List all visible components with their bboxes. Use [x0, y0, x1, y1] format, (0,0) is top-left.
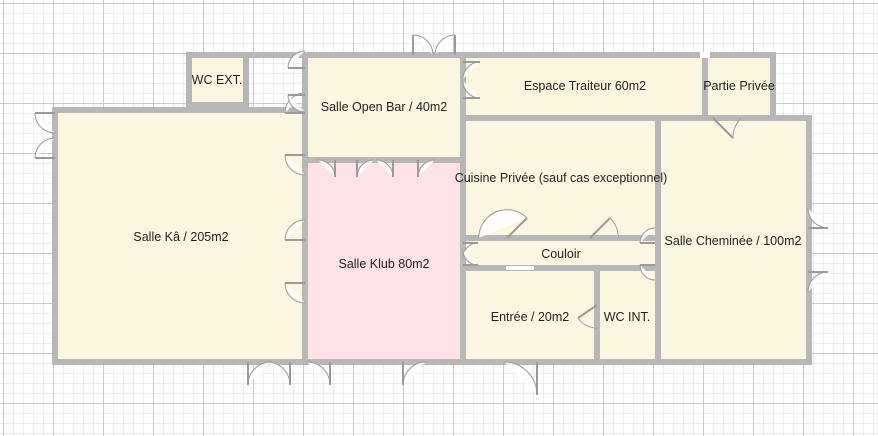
door-icon: [356, 159, 375, 178]
label-espace-traiteur: Espace Traiteur 60m2: [524, 79, 646, 93]
door-icon: [34, 137, 56, 159]
door-icon: [712, 117, 742, 139]
door-icon: [412, 34, 434, 56]
room-partie-privee[interactable]: [705, 55, 773, 115]
room-wc-ext[interactable]: [188, 55, 246, 105]
room-entree[interactable]: [463, 268, 597, 362]
label-entree: Entrée / 20m2: [491, 310, 570, 324]
door-icon: [287, 50, 306, 69]
door-icon: [317, 159, 336, 178]
door-icon: [402, 361, 427, 386]
door-icon: [284, 154, 306, 176]
door-icon: [375, 159, 394, 178]
room-espace-traiteur[interactable]: [463, 55, 705, 115]
door-icon: [266, 361, 291, 386]
wall-opening: [506, 266, 534, 270]
label-cuisine-privee: Cuisine Privée (sauf cas exceptionnel): [455, 171, 668, 185]
door-icon: [284, 282, 306, 304]
door-icon: [247, 361, 272, 386]
room-salle-open-bar[interactable]: [305, 55, 463, 160]
door-icon: [639, 227, 656, 244]
label-wc-int: WC INT.: [604, 310, 651, 324]
door-icon: [462, 61, 481, 80]
label-partie-privee: Partie Privée: [703, 79, 775, 93]
door-icon: [462, 80, 481, 99]
label-wc-ext: WC EXT.: [192, 73, 243, 87]
wall-opening: [700, 52, 710, 58]
door-icon: [807, 207, 829, 229]
door-icon: [434, 34, 456, 56]
room-wc-int[interactable]: [597, 268, 658, 362]
walls: [52, 52, 812, 365]
door-icon: [589, 217, 619, 239]
door-icon: [639, 264, 656, 281]
door-icon: [306, 361, 331, 386]
room-salle-cheminee[interactable]: [658, 118, 808, 362]
door-icon: [577, 304, 598, 329]
label-salle-ka: Salle Kâ / 205m2: [133, 230, 228, 244]
label-salle-open-bar: Salle Open Bar / 40m2: [321, 100, 448, 114]
label-couloir: Couloir: [541, 247, 581, 261]
room-salle-ka[interactable]: [55, 110, 305, 362]
door-icon: [284, 219, 306, 241]
door-icon: [34, 112, 56, 134]
room-couloir[interactable]: [463, 238, 658, 268]
door-icon: [807, 271, 829, 293]
door-icon: [478, 209, 528, 239]
doors: [34, 34, 829, 396]
door-icon: [287, 94, 306, 113]
door-icon: [503, 361, 538, 396]
label-salle-cheminee: Salle Cheminée / 100m2: [665, 234, 802, 248]
door-icon: [462, 249, 479, 266]
room-salle-klub[interactable]: [305, 160, 463, 362]
door-icon: [417, 159, 436, 178]
label-salle-klub: Salle Klub 80m2: [338, 257, 429, 271]
